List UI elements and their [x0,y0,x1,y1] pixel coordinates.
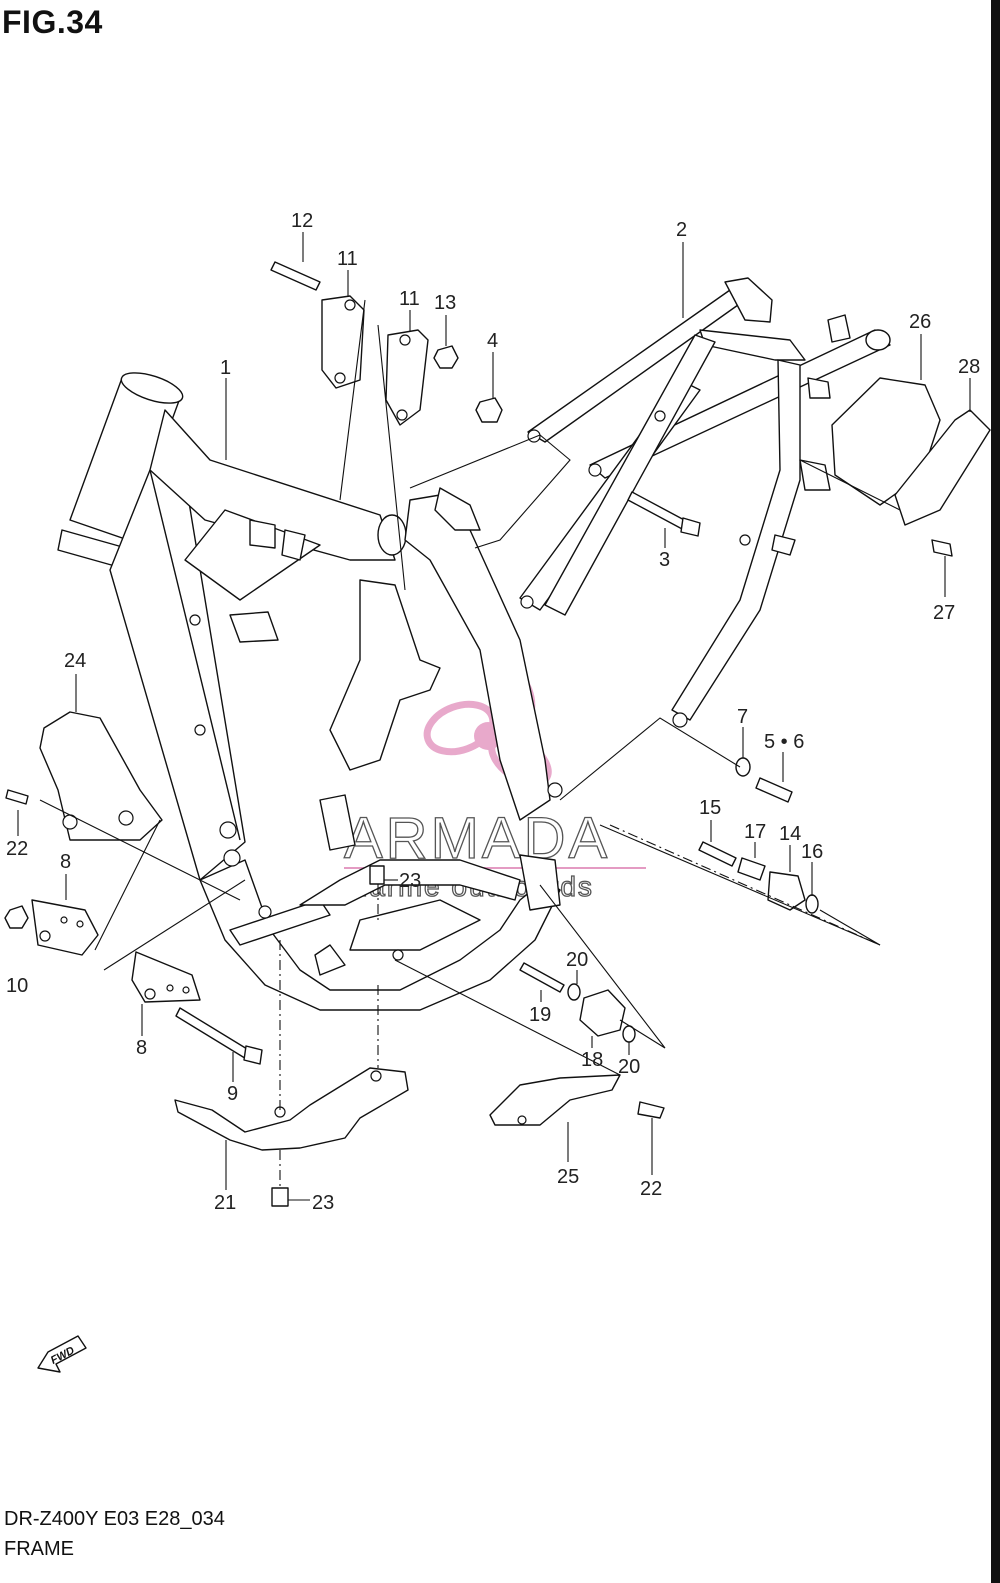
guard-25 [489,1074,621,1126]
rear-subframe [519,277,891,728]
nut-4 [475,397,503,423]
figure-title: FIG.34 [2,4,103,40]
callout-21: 21 [214,1192,236,1214]
callout-26: 26 [909,311,931,333]
callout-25: 25 [557,1166,579,1188]
bolt-22-b [637,1101,665,1119]
fwd-label: FWD [49,1344,77,1366]
callout-13: 13 [434,292,456,314]
callout-16: 16 [801,841,823,863]
diagram-name: FRAME [4,1538,74,1560]
bolt-3 [627,491,701,537]
fwd-direction-arrow: FWD [37,1335,87,1373]
bolt-23-upper [369,865,385,885]
callout-11-left: 11 [337,248,358,270]
callout-4: 4 [487,330,498,352]
bolt-22-a [5,789,29,805]
callout-20-upper: 20 [566,949,588,971]
callout-11-right: 11 [399,288,420,310]
callout-27: 27 [933,602,955,624]
callout-17: 17 [744,821,766,843]
callout-22-left: 22 [6,838,28,860]
bolt-15 [698,841,737,867]
plate-8-upper [31,899,99,956]
callout-15: 15 [699,797,721,819]
bush-14 [767,871,806,911]
bolt-27 [931,539,953,557]
main-frame [57,372,563,1011]
collar-17 [737,857,766,881]
bolt-23-lower [271,1187,289,1207]
callout-18: 18 [581,1049,603,1071]
guard-24 [39,711,163,841]
roller-18 [579,989,626,1037]
callout-7: 7 [737,706,748,728]
callout-14: 14 [779,823,801,845]
bolt-5-6 [755,777,793,803]
nut-13 [433,345,459,369]
bolt-12 [270,261,321,291]
cover-28 [894,409,991,526]
callout-12: 12 [291,210,313,232]
bolt-9 [175,1007,253,1061]
washer-20-a [567,983,581,1001]
callout-19: 19 [529,1004,551,1026]
callout-2: 2 [676,219,687,241]
callout-8-upper: 8 [60,851,71,873]
callout-10: 10 [6,975,28,997]
callout-23-upper: 23 [399,870,421,892]
callout-1: 1 [220,357,231,379]
callout-8-lower: 8 [136,1037,147,1059]
plate-8-lower [131,951,201,1003]
callout-5-6: 5 • 6 [764,731,804,753]
page-border-right [991,0,1000,1583]
callout-20-lower: 20 [618,1056,640,1078]
leader-lines [17,232,971,1201]
diagram-code: DR-Z400Y E03 E28_034 [4,1508,225,1530]
callout-9: 9 [227,1083,238,1105]
washer-7 [735,757,751,777]
callout-3: 3 [659,549,670,571]
callout-numbers: 1 2 3 4 5 • 6 7 8 8 9 10 11 11 12 13 14 … [6,210,980,1214]
washer-16 [805,894,819,914]
bracket-11-left [321,295,365,389]
callout-22-right: 22 [640,1178,662,1200]
bolt-19 [519,962,565,993]
callout-28: 28 [958,356,980,378]
callout-23-lower: 23 [312,1192,334,1214]
nut-10 [4,905,29,929]
skid-plate-21 [174,1067,409,1151]
callout-24: 24 [64,650,86,672]
